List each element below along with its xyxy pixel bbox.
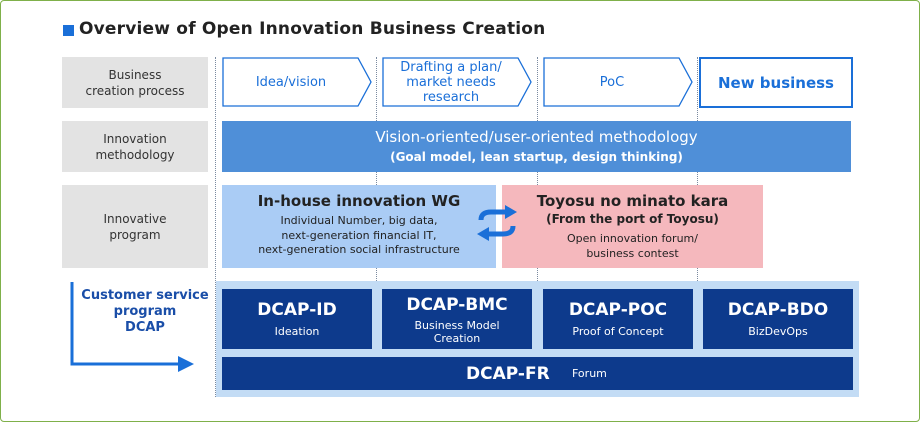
stage-label: PoC xyxy=(599,74,625,90)
title-marker xyxy=(63,25,74,36)
inhouse-heading: In-house innovation WG xyxy=(257,192,461,210)
row-label-methodology: Innovation methodology xyxy=(62,121,208,172)
customer-program-label: Customer service program DCAP xyxy=(81,288,209,335)
toyosu-heading: Toyosu no minato kara xyxy=(536,192,729,210)
stage-drafting-plan: Drafting a plan/ market needs research xyxy=(382,57,532,107)
row-label-program: Innovative program xyxy=(62,185,208,268)
dcap-desc: Proof of Concept xyxy=(572,325,664,338)
dcap-fr-box: DCAP-FR Forum xyxy=(222,357,853,390)
bracket-arrow-icon xyxy=(70,282,194,372)
diagram-title: Overview of Open Innovation Business Cre… xyxy=(79,19,546,39)
column-divider xyxy=(215,57,216,397)
dcap-name: DCAP-BMC xyxy=(406,295,508,315)
dcap-fr-desc: Forum xyxy=(572,367,607,380)
dcap-bdo-box: DCAP-BDO BizDevOps xyxy=(703,289,853,349)
inhouse-program-box: In-house innovation WG Individual Number… xyxy=(222,185,496,268)
chevron-shape xyxy=(543,57,693,107)
stage-label: Drafting a plan/ market needs research xyxy=(400,59,502,105)
toyosu-body: Open innovation forum/ business contest xyxy=(567,232,698,260)
dcap-poc-box: DCAP-POC Proof of Concept xyxy=(543,289,693,349)
exchange-arrows-icon xyxy=(477,205,517,241)
dcap-name: DCAP-BDO xyxy=(727,300,829,320)
dcap-fr-name: DCAP-FR xyxy=(466,364,550,384)
dcap-desc: Ideation xyxy=(274,325,320,338)
dcap-name: DCAP-ID xyxy=(257,300,337,320)
dcap-id-box: DCAP-ID Ideation xyxy=(222,289,372,349)
dcap-desc: Business Model Creation xyxy=(414,319,500,345)
methodology-main: Vision-oriented/user-oriented methodolog… xyxy=(375,128,698,146)
dcap-desc: BizDevOps xyxy=(748,325,808,338)
chevron-shape xyxy=(382,57,532,107)
stage-label: Idea/vision xyxy=(255,74,327,90)
dcap-bmc-box: DCAP-BMC Business Model Creation xyxy=(382,289,532,349)
methodology-box: Vision-oriented/user-oriented methodolog… xyxy=(222,121,851,172)
stage-idea-vision: Idea/vision xyxy=(222,57,372,107)
toyosu-subheading: (From the port of Toyosu) xyxy=(546,212,719,226)
dcap-name: DCAP-POC xyxy=(568,300,668,320)
toyosu-program-box: Toyosu no minato kara (From the port of … xyxy=(502,185,763,268)
chevron-shape xyxy=(222,57,372,107)
stage-new-business: New business xyxy=(699,57,853,108)
row-label-process: Business creation process xyxy=(62,57,208,108)
inhouse-body: Individual Number, big data, next-genera… xyxy=(258,214,460,256)
methodology-sub: (Goal model, lean startup, design thinki… xyxy=(390,150,683,164)
stage-poc: PoC xyxy=(543,57,693,107)
